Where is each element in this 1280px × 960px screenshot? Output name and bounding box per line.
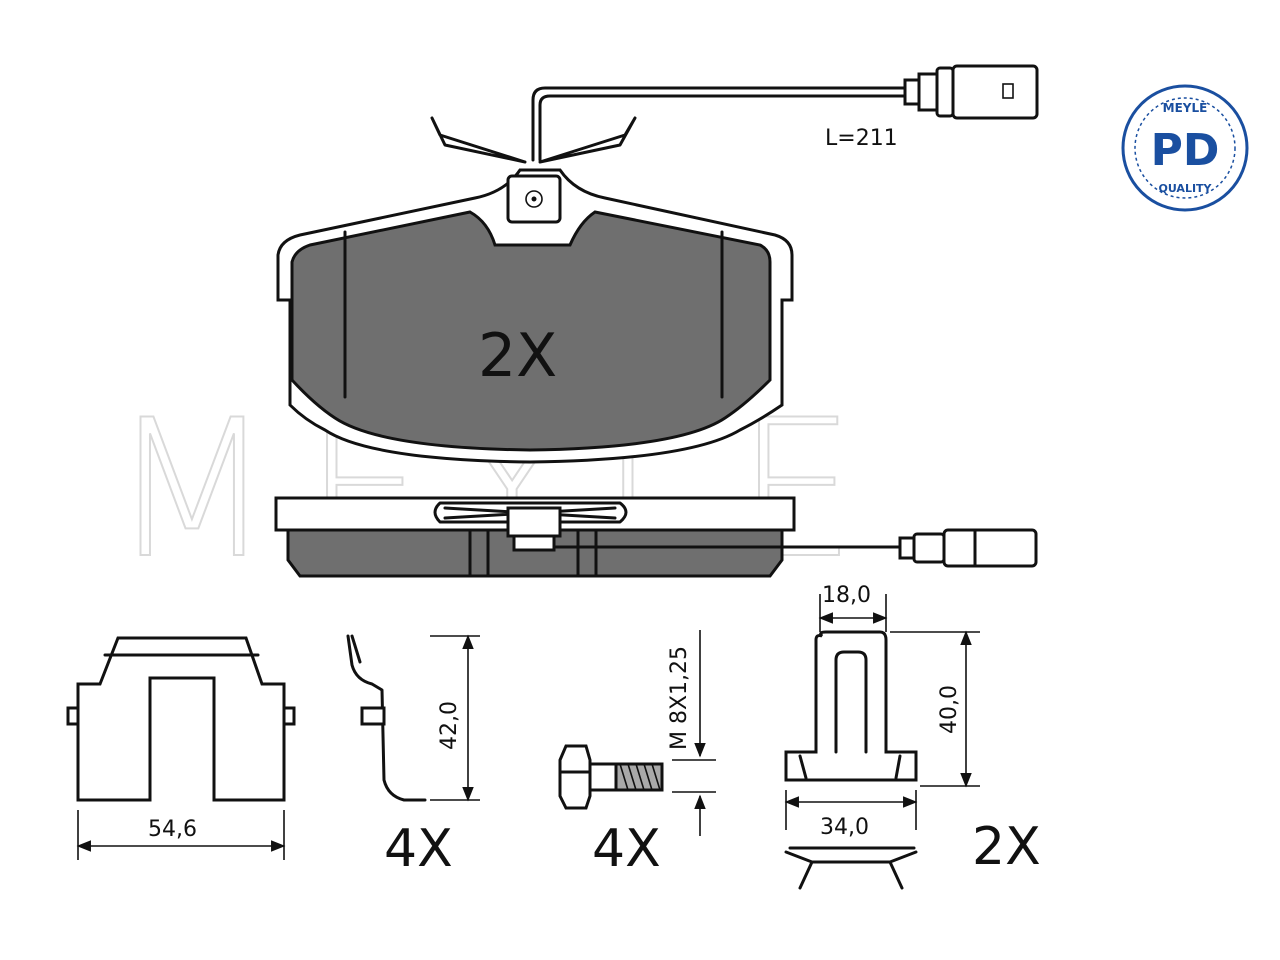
guide-bolt: M 8X1,25 4X: [558, 630, 716, 879]
spring-multiplier: 4X: [384, 819, 453, 879]
badge-top-text: MEYLE: [1163, 101, 1208, 115]
clip-width-dimension: 54,6: [148, 817, 197, 842]
brake-pad-side-view: [274, 496, 1038, 578]
meyle-pd-quality-badge: MEYLE PD QUALITY: [1121, 84, 1249, 212]
bracket-top-width-dimension: 18,0: [822, 583, 871, 608]
bolt-multiplier: 4X: [592, 819, 661, 879]
holding-bracket: 18,0 40,0 34,0 2X: [784, 583, 1041, 890]
sensor-length-label: L=211: [825, 126, 898, 151]
badge-main-text: PD: [1151, 125, 1220, 176]
bolt-thread-dimension: M 8X1,25: [667, 646, 692, 750]
pad-multiplier: 2X: [478, 321, 557, 391]
bracket-multiplier: 2X: [972, 817, 1041, 877]
bracket-height-dimension: 40,0: [937, 685, 962, 734]
brake-pad-front-view: L=211 2X: [276, 64, 1039, 464]
bracket-bottom-width-dimension: 34,0: [820, 815, 869, 840]
retaining-clip: 54,6: [66, 636, 296, 860]
spring-height-dimension: 42,0: [437, 701, 462, 750]
anti-rattle-spring: 42,0 4X: [346, 634, 480, 879]
badge-bottom-text: QUALITY: [1158, 182, 1212, 195]
